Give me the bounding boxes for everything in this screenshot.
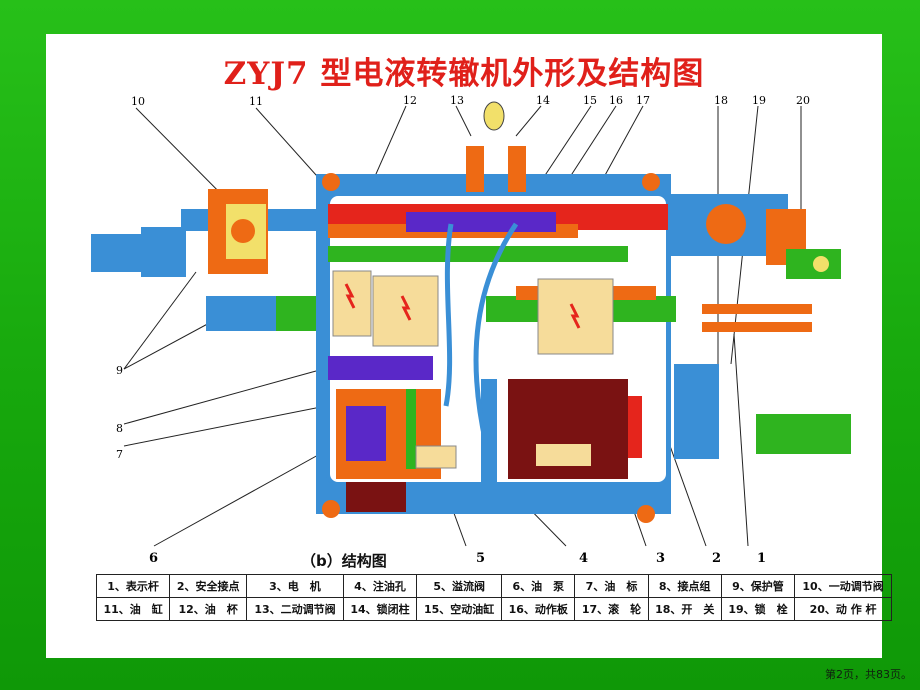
legend-cell: 3、电 机 <box>246 574 344 598</box>
callout-19: 19 <box>752 94 766 107</box>
callout-6: 6 <box>149 551 158 564</box>
callout-3: 3 <box>656 551 665 564</box>
callout-1: 1 <box>757 551 766 564</box>
legend-row: 1、表示杆 2、安全接点 3、电 机 4、注油孔 5、溢流阀 6、油 泵 7、油… <box>95 574 892 598</box>
cylinder-block <box>328 101 668 238</box>
structure-diagram: 10 11 12 13 14 15 16 17 18 19 20 9 8 7 6… <box>91 94 851 564</box>
legend-cell: 20、动 作 杆 <box>794 597 892 621</box>
legend-cell: 19、锁 栓 <box>720 597 796 621</box>
legend-row: 11、油 缸 12、油 杯 13、二动调节阀 14、锁闭柱 15、空动油缸 16… <box>95 597 892 621</box>
legend-cell: 10、一动调节阀 <box>794 574 892 598</box>
legend-cell: 5、溢流阀 <box>416 574 503 598</box>
legend-cell: 9、保护管 <box>720 574 796 598</box>
callout-18: 18 <box>714 94 728 107</box>
legend-cell: 11、油 缸 <box>95 597 171 621</box>
legend-cell: 4、注油孔 <box>342 574 418 598</box>
callout-7: 7 <box>116 448 123 461</box>
legend-cell: 1、表示杆 <box>95 574 171 598</box>
lower-components <box>328 222 642 512</box>
callout-8: 8 <box>116 422 123 435</box>
callout-16: 16 <box>609 94 623 107</box>
parts-legend-table: 1、表示杆 2、安全接点 3、电 机 4、注油孔 5、溢流阀 6、油 泵 7、油… <box>95 574 892 621</box>
legend-cell: 16、动作板 <box>501 597 576 621</box>
callout-numbers-bottom: 5 4 3 2 1 <box>476 551 766 564</box>
callout-11: 11 <box>249 95 263 108</box>
callout-10: 10 <box>131 95 145 108</box>
callout-numbers-top: 10 11 12 13 14 15 16 17 18 19 20 <box>131 94 810 108</box>
callout-12: 12 <box>403 94 417 107</box>
legend-cell: 2、安全接点 <box>169 574 248 598</box>
legend-cell: 12、油 杯 <box>169 597 248 621</box>
callout-9: 9 <box>116 364 123 377</box>
callout-20: 20 <box>796 94 810 107</box>
contact-boxes <box>332 270 614 355</box>
page-footer: 第2页，共83页。 <box>825 668 912 681</box>
callout-17: 17 <box>636 94 650 107</box>
diagram-slide: ZYJ7 型电液转辙机外形及结构图 <box>46 34 892 658</box>
callout-14: 14 <box>536 94 550 107</box>
callout-5: 5 <box>476 551 485 564</box>
legend-cell: 7、油 标 <box>574 574 649 598</box>
legend-cell: 13、二动调节阀 <box>246 597 344 621</box>
legend-cell: 8、接点组 <box>647 574 722 598</box>
legend-cell: 17、滚 轮 <box>574 597 649 621</box>
callout-15: 15 <box>583 94 597 107</box>
legend-cell: 14、锁闭柱 <box>342 597 418 621</box>
callout-2: 2 <box>712 551 721 564</box>
legend-cell: 6、油 泵 <box>501 574 576 598</box>
diagram-caption: （b）结构图 <box>301 552 387 570</box>
left-components <box>91 189 331 331</box>
callout-4: 4 <box>579 551 588 564</box>
callout-numbers-left: 9 8 7 6 <box>116 364 158 564</box>
legend-cell: 18、开 关 <box>647 597 722 621</box>
right-components <box>668 194 851 459</box>
callout-13: 13 <box>450 94 464 107</box>
legend-cell: 15、空动油缸 <box>416 597 503 621</box>
diagram-title: ZYJ7 型电液转辙机外形及结构图 <box>223 56 705 92</box>
